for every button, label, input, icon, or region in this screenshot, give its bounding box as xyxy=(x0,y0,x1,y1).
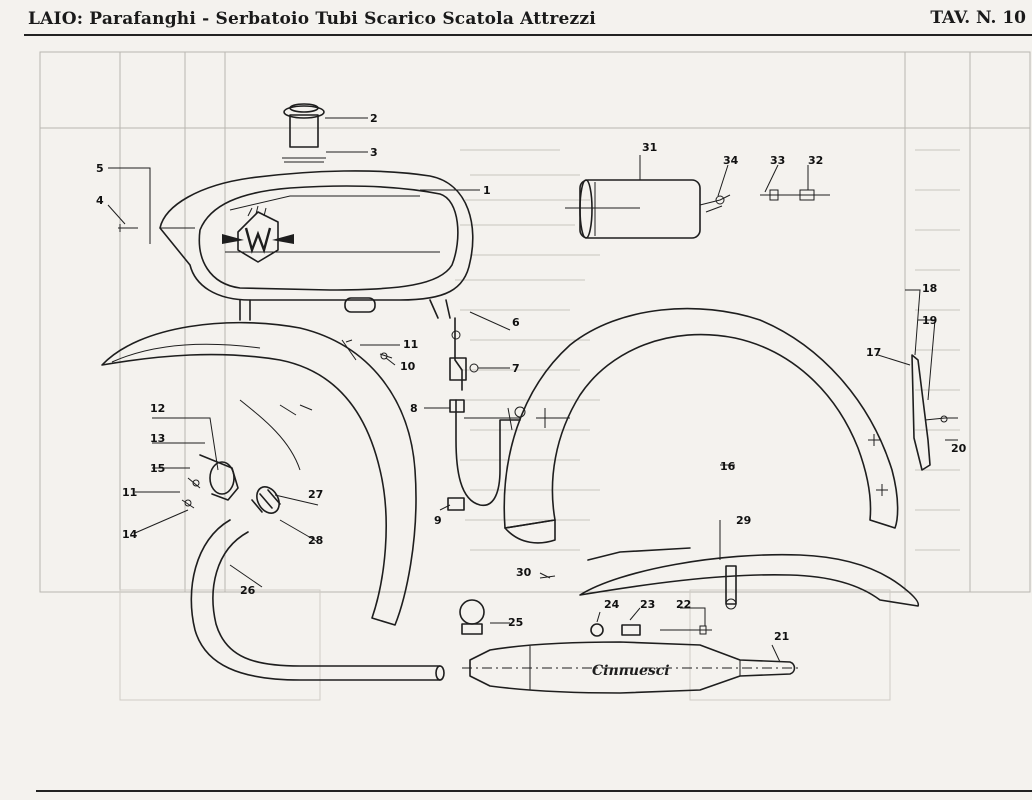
exhaust-pipe xyxy=(190,486,445,681)
screws xyxy=(118,212,888,496)
part-label-17: 17 xyxy=(866,346,881,359)
muffler-brand: Cinnuesci xyxy=(592,663,670,679)
part-label-32: 32 xyxy=(808,154,823,167)
callouts: 2 3 1 5 4 6 7 8 9 10 11 11 12 13 15 14 1… xyxy=(96,112,967,663)
part-label-9: 9 xyxy=(434,514,442,527)
part-label-31: 31 xyxy=(642,141,657,154)
show-through-table xyxy=(39,51,1031,701)
part-label-16: 16 xyxy=(720,460,736,473)
part-label-11b: 11 xyxy=(122,486,137,499)
header-rule xyxy=(24,34,1032,36)
tool-box xyxy=(565,179,830,239)
part-label-3: 3 xyxy=(370,146,378,159)
part-label-8: 8 xyxy=(410,402,418,415)
fuel-tank xyxy=(159,103,474,321)
part-label-15: 15 xyxy=(150,462,165,475)
rear-stand xyxy=(911,354,958,471)
part-label-19: 19 xyxy=(922,314,937,327)
part-label-24: 24 xyxy=(604,598,620,611)
part-label-1: 1 xyxy=(483,184,491,197)
header: LAIO: Parafanghi - Serbatoio Tubi Scaric… xyxy=(0,0,1032,40)
muffler: Cinnuesci xyxy=(462,641,800,694)
part-label-21: 21 xyxy=(774,630,789,643)
part-label-23: 23 xyxy=(640,598,655,611)
part-label-6: 6 xyxy=(512,316,520,329)
part-label-11a: 11 xyxy=(403,338,418,351)
part-label-18: 18 xyxy=(922,282,937,295)
part-label-20: 20 xyxy=(951,442,967,455)
part-label-25: 25 xyxy=(508,616,523,629)
part-label-14: 14 xyxy=(122,528,138,541)
plate-number: TAV. N. 10 xyxy=(930,8,1026,28)
part-label-22: 22 xyxy=(676,598,691,611)
rear-mudguard xyxy=(503,307,899,544)
part-label-4: 4 xyxy=(96,194,104,207)
part-label-28: 28 xyxy=(308,534,323,547)
part-label-29: 29 xyxy=(736,514,751,527)
part-label-27: 27 xyxy=(308,488,323,501)
footer-rule xyxy=(36,790,1032,792)
part-label-12: 12 xyxy=(150,402,165,415)
page-title: LAIO: Parafanghi - Serbatoio Tubi Scaric… xyxy=(28,9,596,29)
exhaust-clamp xyxy=(459,599,485,635)
part-label-5: 5 xyxy=(96,162,104,175)
part-label-30: 30 xyxy=(516,566,532,579)
fork-bracket xyxy=(181,454,239,509)
part-label-2: 2 xyxy=(370,112,378,125)
part-label-13: 13 xyxy=(150,432,165,445)
part-label-26: 26 xyxy=(240,584,256,597)
muffler-bracket xyxy=(539,575,712,637)
part-label-10: 10 xyxy=(400,360,416,373)
front-mudguard xyxy=(101,321,417,626)
part-label-7: 7 xyxy=(512,362,520,375)
rear-carrier xyxy=(579,547,920,610)
part-label-34: 34 xyxy=(723,154,739,167)
part-label-33: 33 xyxy=(770,154,785,167)
fuel-tap-assembly xyxy=(447,317,570,511)
